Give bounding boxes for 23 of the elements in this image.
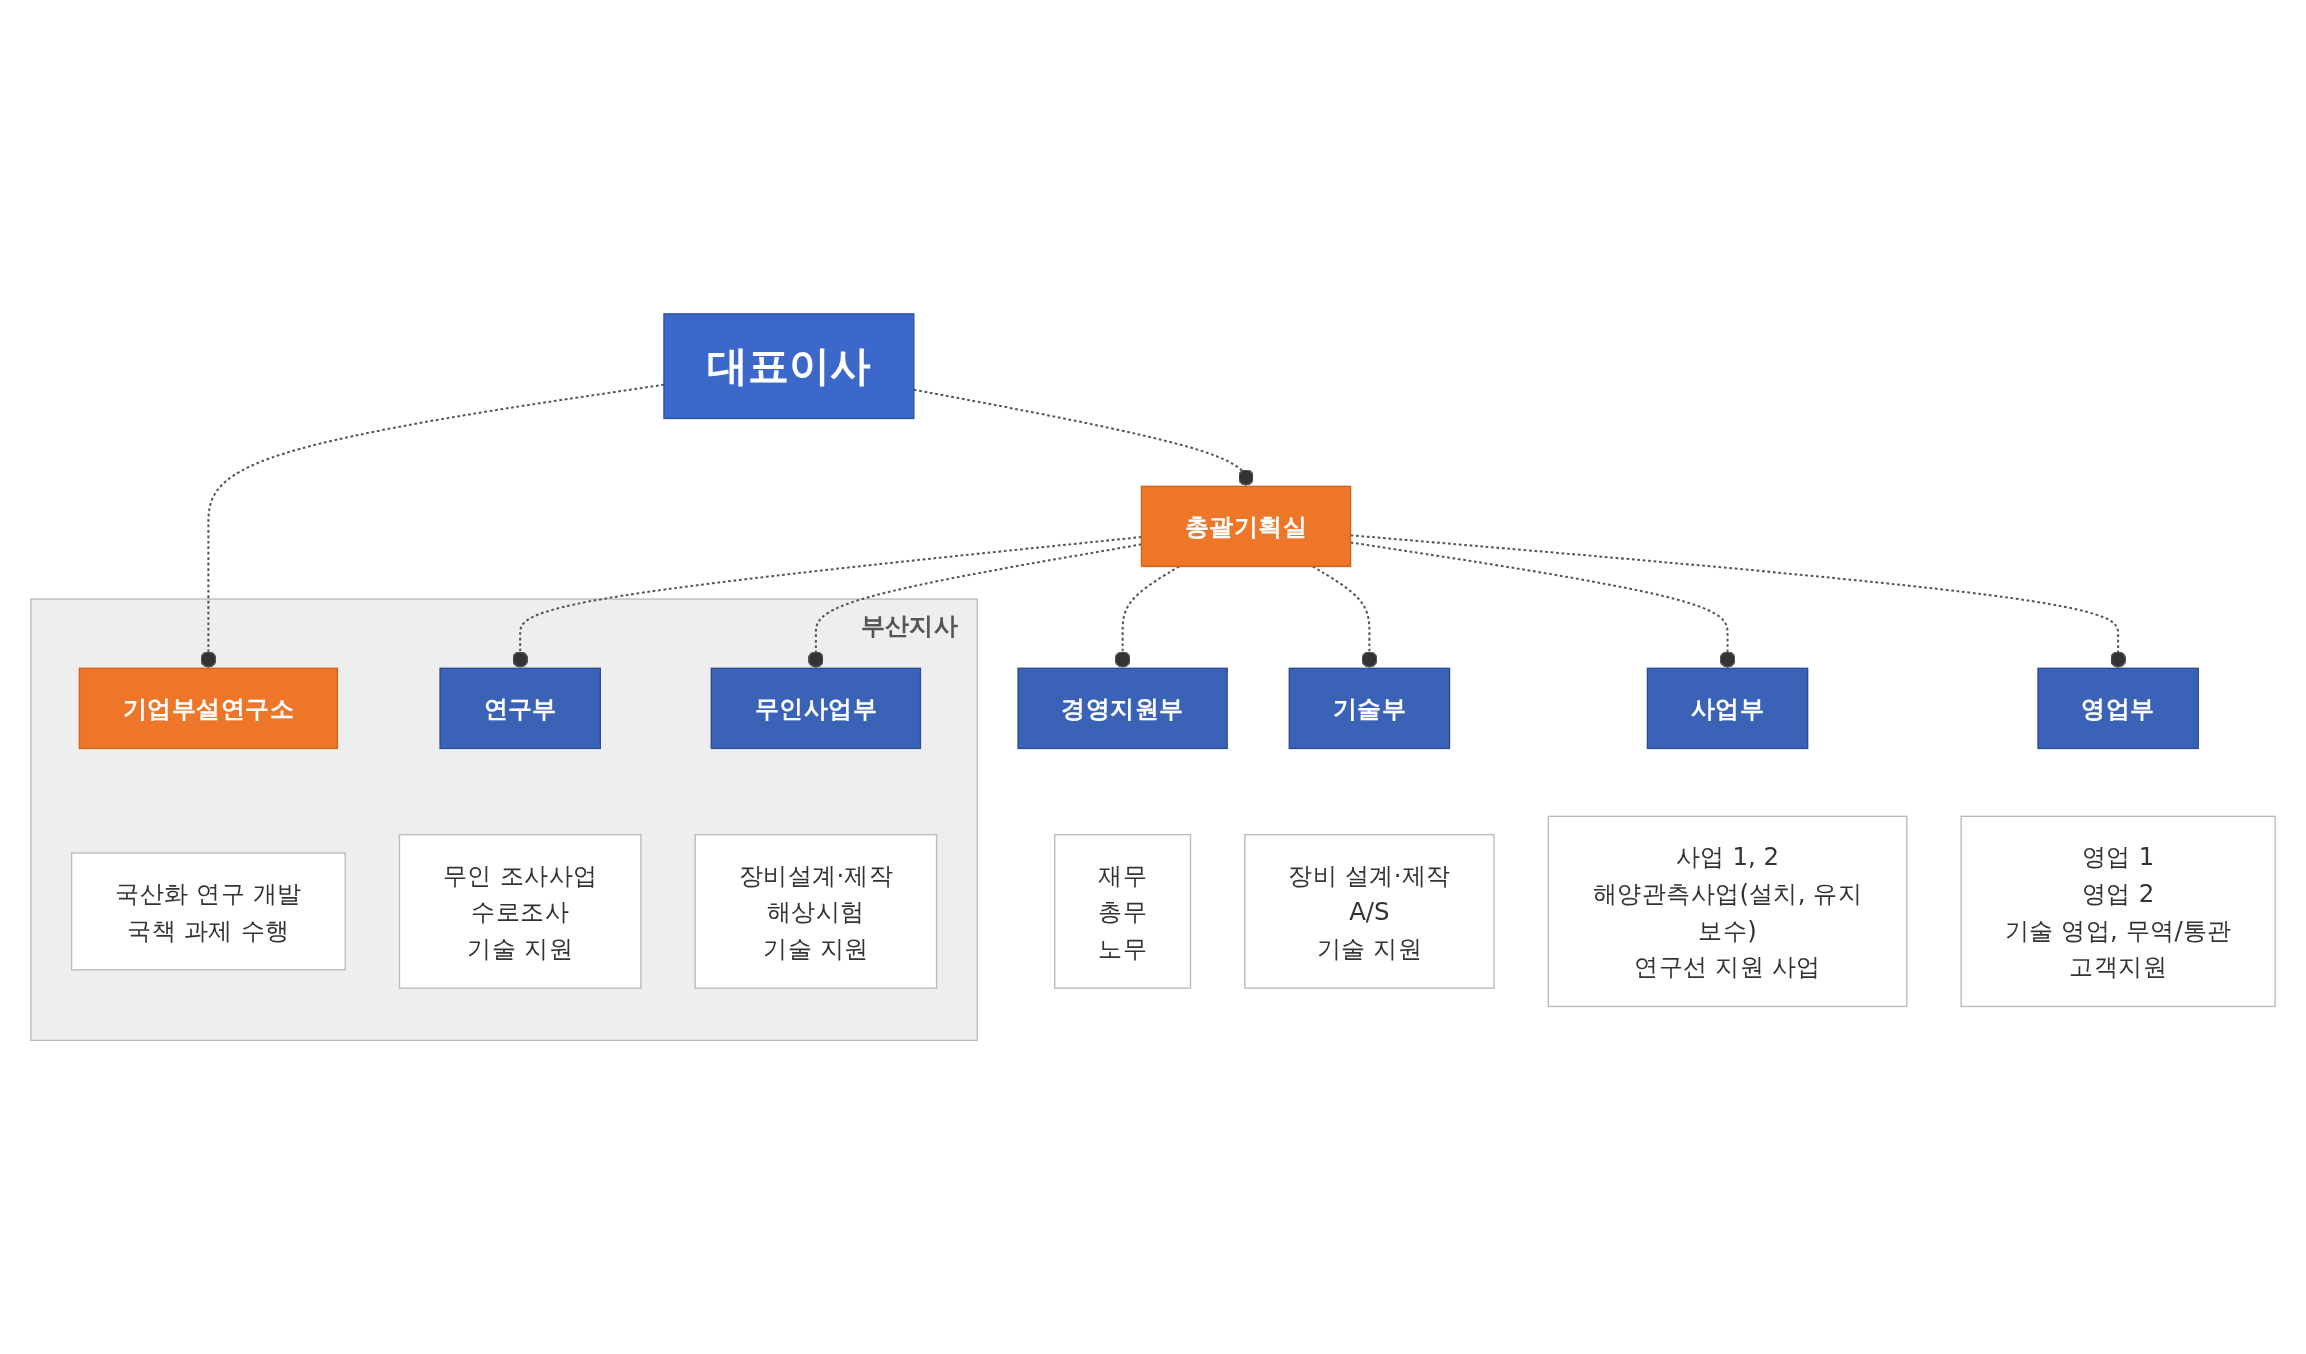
node-box: 재무 총무 노무 (1054, 833, 1192, 989)
node-box: 영업 1 영업 2 기술 영업, 무역/통관 고객지원 (1960, 815, 2276, 1007)
connector (913, 388, 1255, 487)
node-box: 장비설계·제작 해상시험 기술 지원 (694, 833, 938, 989)
node-box: 사업부 (1646, 667, 1809, 749)
node-box: 무인사업부 (710, 667, 922, 749)
node-box: 무인 조사사업 수로조사 기술 지원 (398, 833, 642, 989)
connector (1114, 565, 1180, 669)
node-box: 영업부 (2037, 667, 2199, 749)
connector (511, 535, 1142, 669)
node-box: 기술부 (1288, 667, 1451, 749)
connector (1350, 541, 1736, 669)
connector (807, 543, 1142, 669)
node-box: 연구부 (439, 667, 601, 749)
node-box: 사업 1, 2 해양관측사업(설치, 유지보수) 연구선 지원 사업 (1547, 815, 1908, 1007)
node-box: 장비 설계·제작 A/S 기술 지원 (1244, 833, 1495, 989)
connector (1350, 534, 2127, 669)
node-box: 국산화 연구 개발 국책 과제 수행 (70, 852, 346, 971)
node-box: 총괄기획실 (1140, 485, 1352, 567)
node-box: 기업부설연구소 (78, 667, 339, 749)
node-box: 대표이사 (663, 313, 915, 419)
node-box: 경영지원부 (1017, 667, 1228, 749)
connector (1312, 565, 1378, 669)
